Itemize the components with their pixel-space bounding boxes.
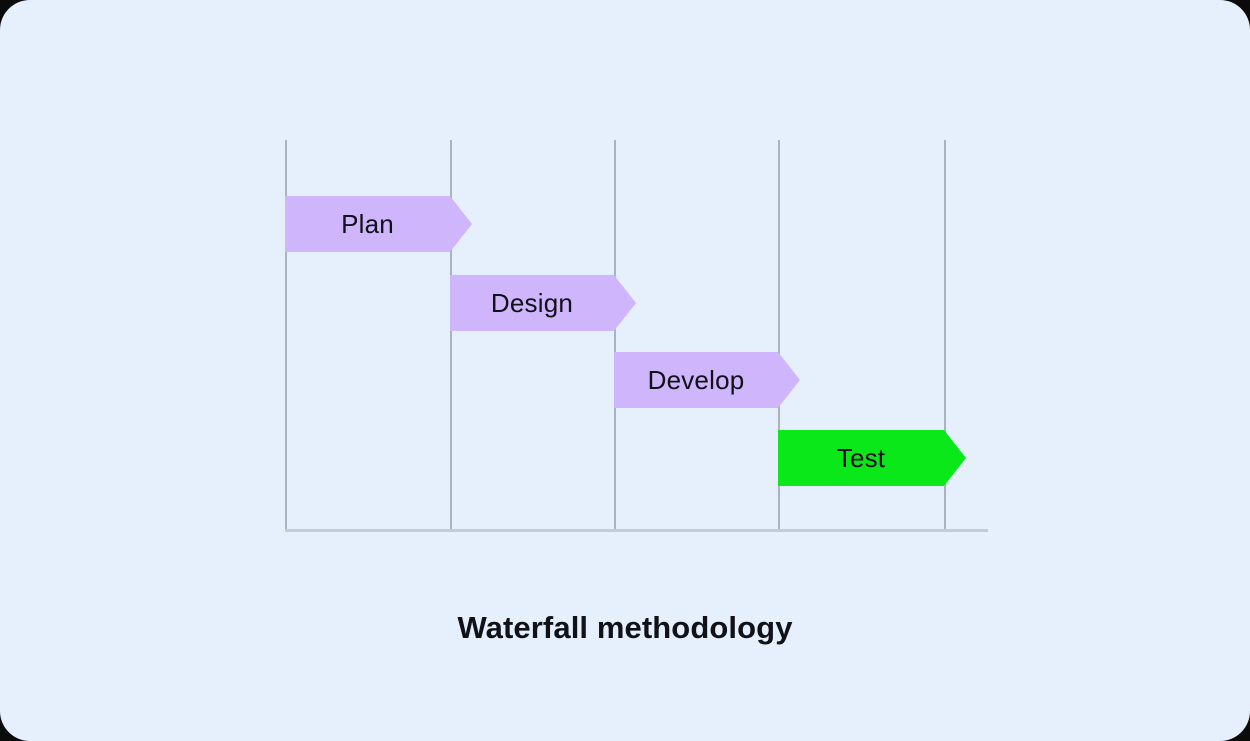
bar-label-develop: Develop: [647, 364, 745, 395]
bar-label-plan: Plan: [341, 208, 394, 239]
bar-label-design: Design: [490, 287, 574, 318]
bar-arrow-shape: [614, 352, 800, 408]
chart-title: Waterfall methodology: [457, 610, 793, 645]
bar-arrow-shape: [285, 196, 472, 252]
bar-arrow-shape: [778, 430, 966, 486]
gridline-0: [285, 140, 287, 530]
gridline-1: [450, 140, 452, 530]
bar-plan[interactable]: Plan: [285, 196, 472, 252]
bar-test[interactable]: Test: [778, 430, 966, 486]
gridline-3: [778, 140, 780, 530]
bar-design[interactable]: Design: [450, 275, 636, 331]
gridline-2: [614, 140, 616, 530]
bar-develop[interactable]: Develop: [614, 352, 800, 408]
gridline-4: [944, 140, 946, 530]
bar-label-test: Test: [836, 442, 886, 473]
axis-baseline: [285, 529, 988, 532]
bar-arrow-shape: [450, 275, 636, 331]
